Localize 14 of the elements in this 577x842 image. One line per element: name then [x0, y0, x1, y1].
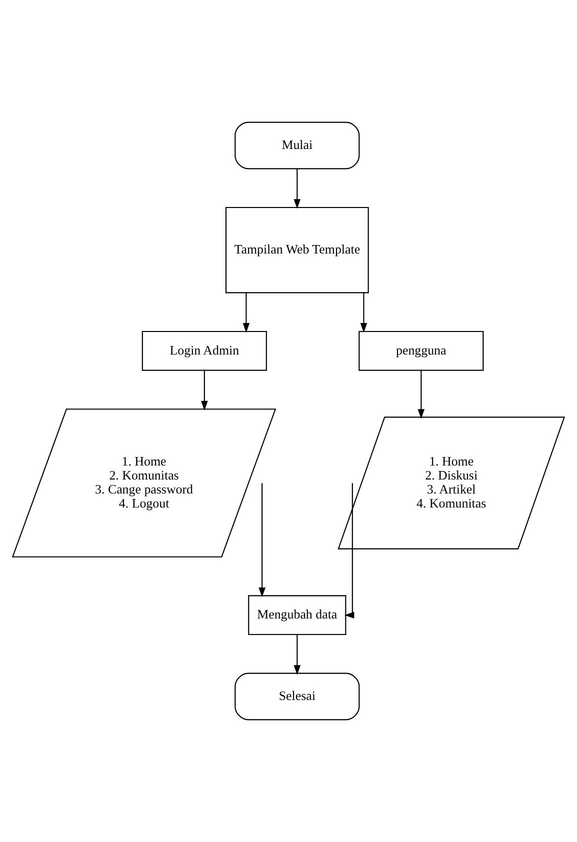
arrow: [242, 292, 250, 333]
node-box: Tampilan Web Template: [225, 206, 369, 294]
arrow: [201, 370, 208, 411]
arrow: [418, 370, 425, 419]
node-box: pengguna: [358, 330, 484, 371]
node-box: Login Admin: [142, 330, 267, 371]
arrow: [360, 292, 368, 333]
arrow: [344, 483, 354, 618]
arrow: [294, 634, 301, 675]
arrow: [258, 483, 266, 598]
node-box: Mulai: [234, 122, 360, 170]
node-box: Selesai: [234, 672, 360, 720]
arrow: [294, 168, 301, 209]
node-box: Mengubah data: [248, 595, 346, 636]
